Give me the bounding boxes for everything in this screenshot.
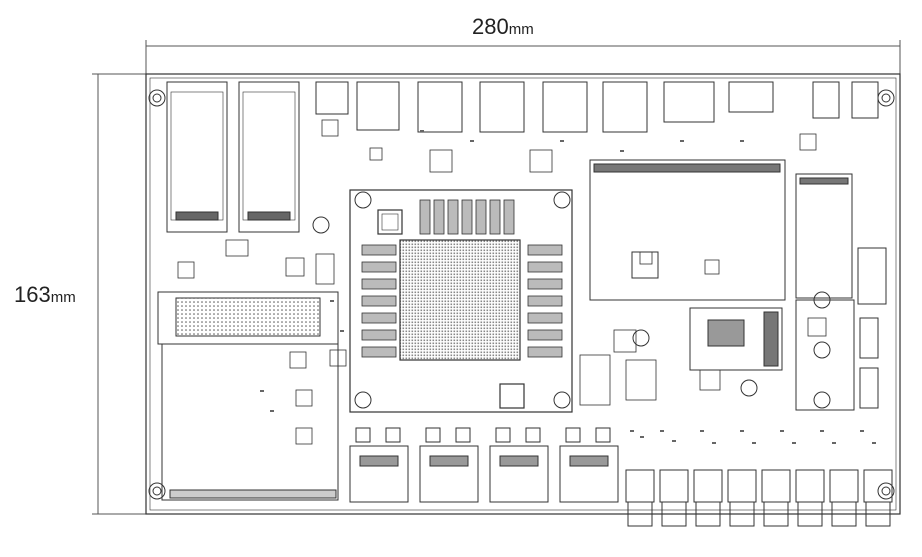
small-components [177, 119, 827, 445]
sfp-cages [166, 81, 300, 233]
dimension-lines [92, 40, 901, 515]
right-modules [589, 159, 887, 411]
passive-components [260, 130, 876, 444]
height-value: 163 [14, 282, 51, 307]
width-value: 280 [472, 14, 509, 39]
ethernet-ports [349, 427, 619, 503]
width-dimension-label: 280mm [472, 14, 534, 40]
height-dimension-label: 163mm [14, 282, 76, 308]
board-outline [145, 73, 901, 515]
width-unit: mm [508, 21, 534, 38]
mounting-holes [148, 89, 895, 500]
left-pin-block [157, 291, 339, 501]
bottom-right-jacks [625, 469, 893, 527]
height-unit: mm [50, 289, 76, 306]
main-processor-module [349, 189, 573, 413]
top-connectors [315, 81, 879, 133]
memory-chips [361, 199, 563, 358]
